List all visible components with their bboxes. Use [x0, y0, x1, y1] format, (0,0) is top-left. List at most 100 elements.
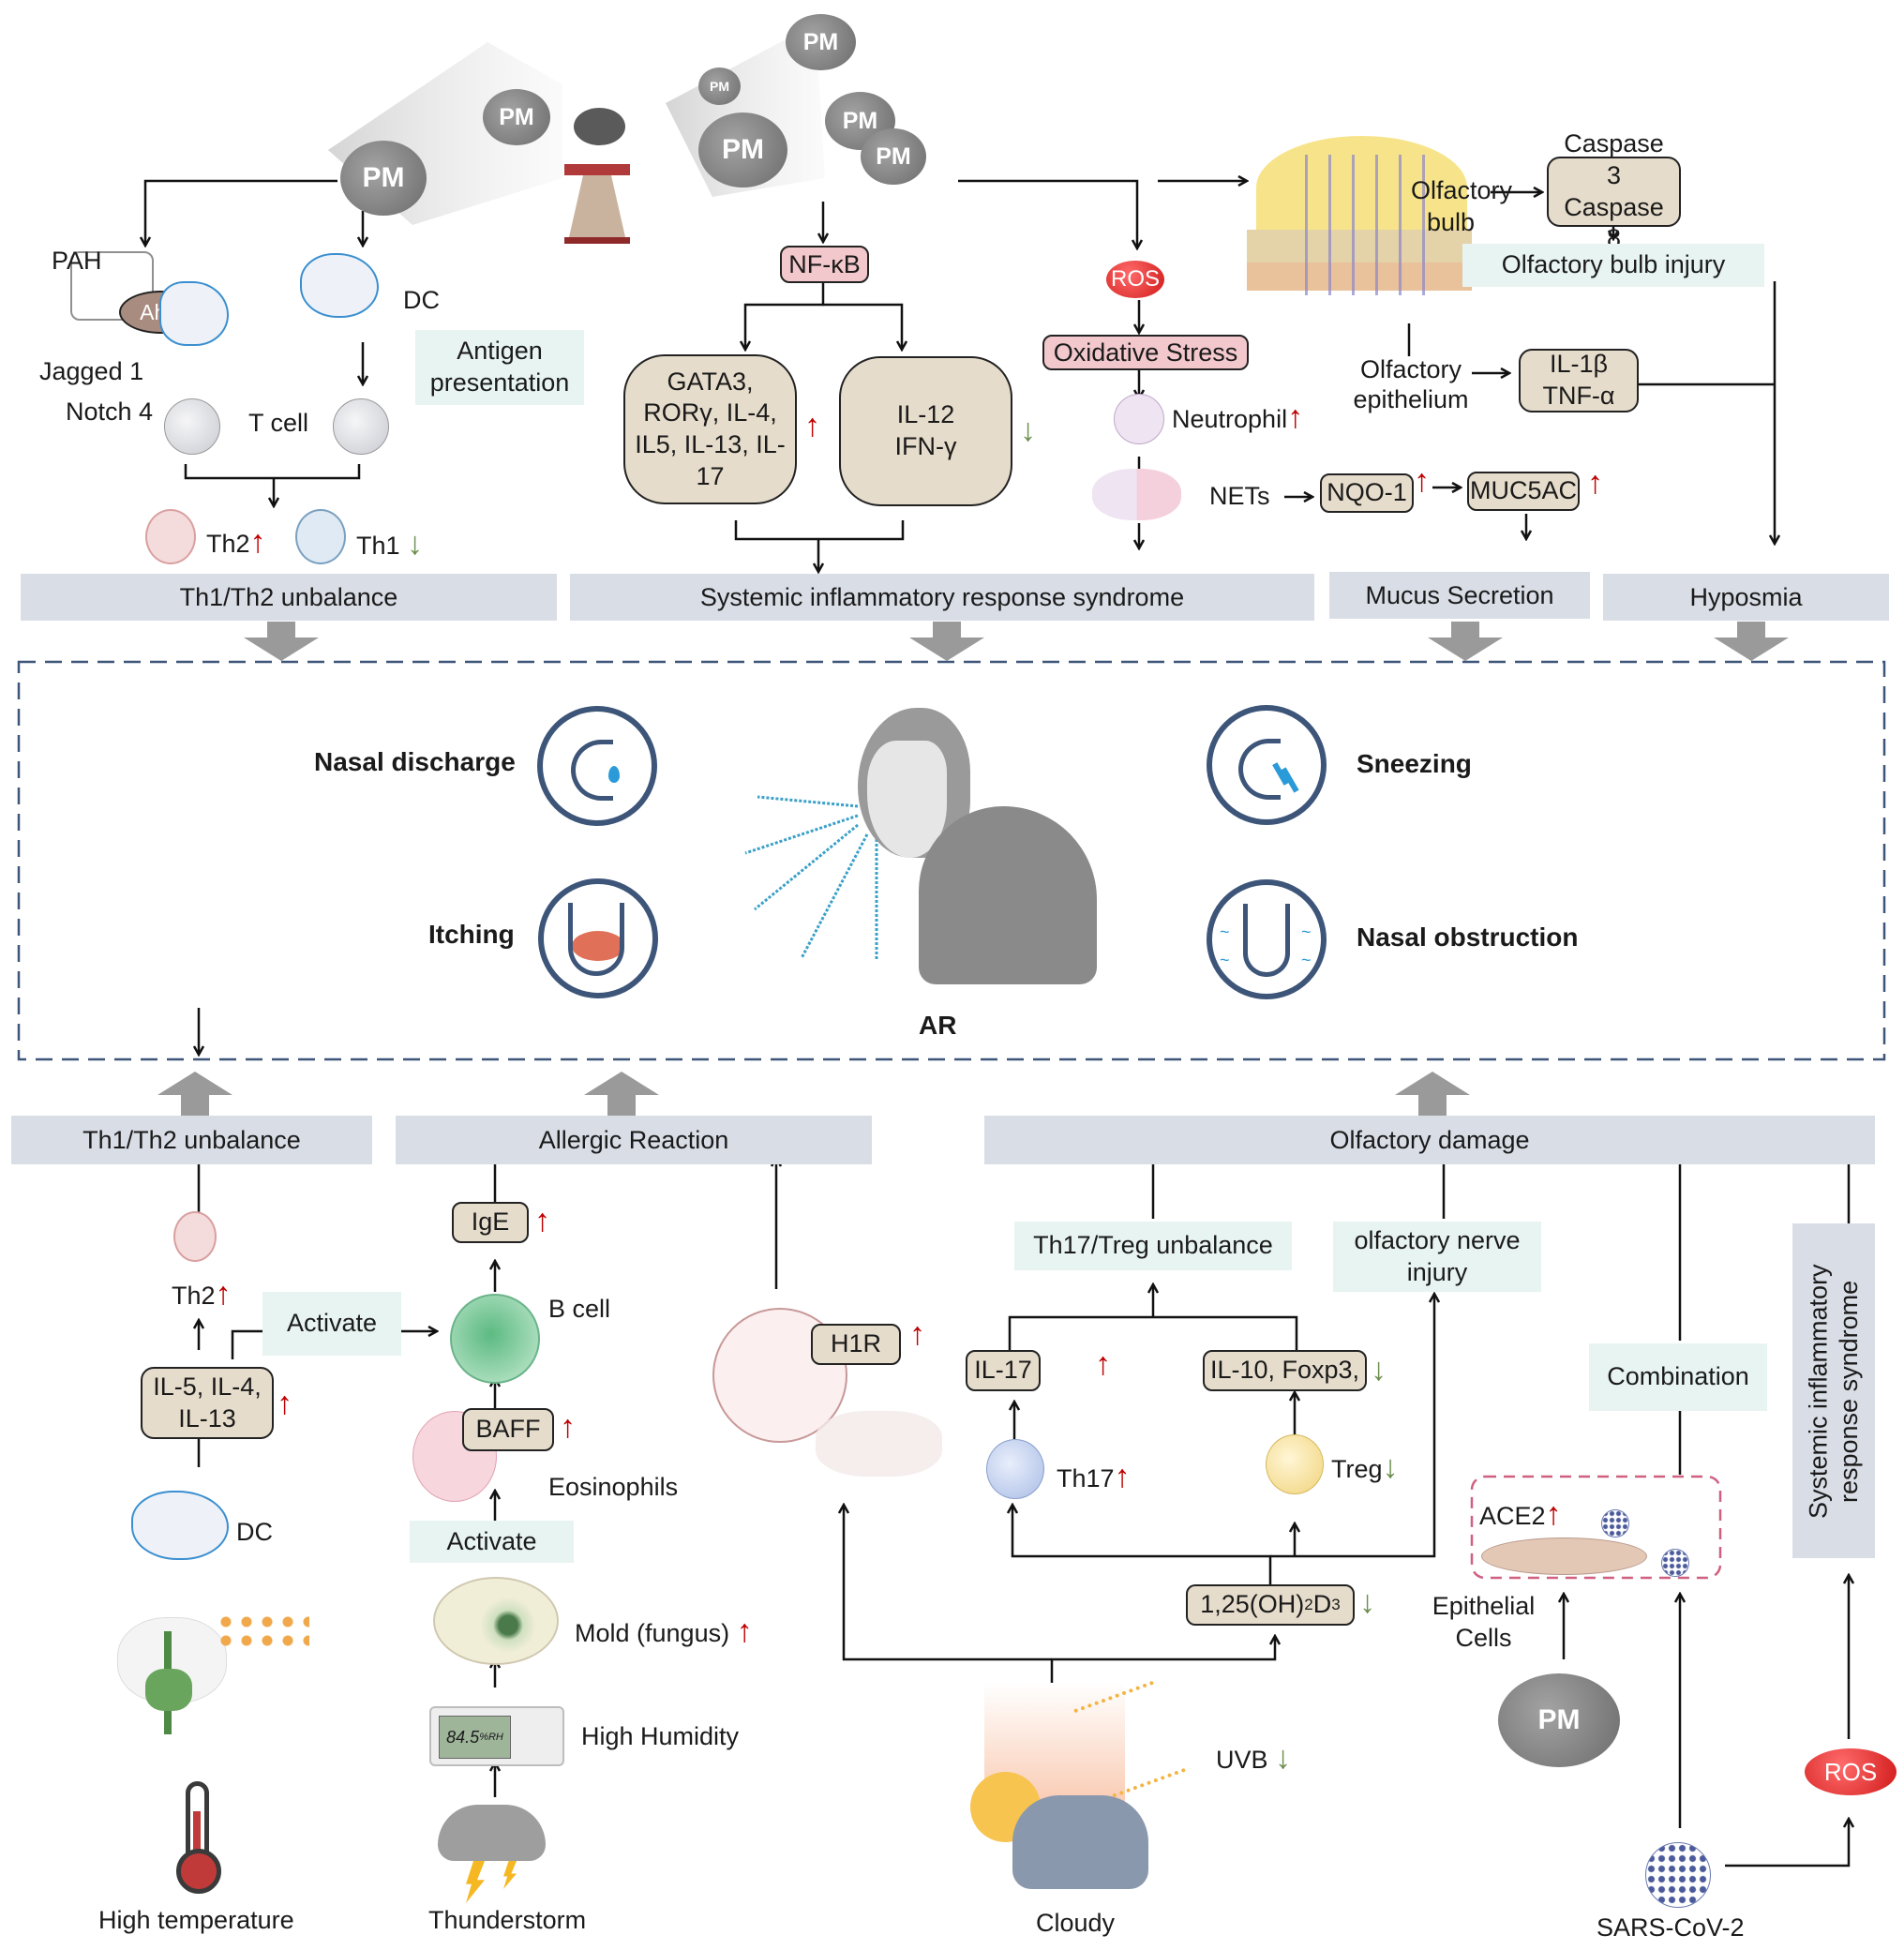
virus-icon: [1661, 1549, 1689, 1577]
treg-label: Treg↓: [1331, 1449, 1399, 1485]
sirs-vertical-label: Systemic inflammatory response syndrome: [1804, 1263, 1863, 1519]
bracket-cytokines: [734, 520, 905, 541]
arrow-cloudy-to-h1r: [844, 1505, 1052, 1661]
caspase-box: Caspase 3 Caspase 8: [1547, 129, 1681, 252]
down-arrow-icon: ↓: [1371, 1352, 1387, 1388]
pm-cloud: PM: [698, 112, 787, 188]
arrow-nfkb-left: [745, 281, 825, 350]
symptom-label-sneezing: Sneezing: [1357, 749, 1472, 778]
band-hyposmia: Hyposmia: [1603, 574, 1889, 621]
bracket-tcells: [184, 464, 361, 480]
thunderstorm-cloud-icon: [433, 1795, 550, 1903]
t-cell-icon: [333, 398, 389, 455]
il10-foxp3-box: IL-10, Foxp3,: [1203, 1350, 1367, 1391]
band-olfactory-damage: Olfactory damage: [984, 1116, 1875, 1164]
pm-cloud: PM: [483, 89, 550, 145]
up-arrow-icon: ↑: [1587, 465, 1603, 501]
neutrophil-icon: [1114, 394, 1164, 444]
up-arrow-icon: ↑: [909, 1316, 925, 1352]
pm-cloud: PM: [698, 68, 741, 105]
arrow-pm-to-ros: [958, 179, 1137, 248]
down-arrow-icon: ↓: [1359, 1584, 1375, 1620]
sneeze-spray: [744, 795, 878, 961]
block-arrow-down-1: [244, 622, 319, 661]
hygrometer-icon: 84.5%RH: [429, 1706, 564, 1766]
block-arrows: [157, 622, 1789, 1116]
neutrophil-label: Neutrophil↑: [1172, 399, 1304, 435]
sars-cov-2-virus-icon: [1645, 1842, 1711, 1908]
olfactory-bulb-label: Olfactory bulb: [1411, 176, 1513, 236]
up-arrow-icon: ↑: [277, 1386, 292, 1421]
dc-label: DC: [403, 286, 440, 314]
bracket-il: [1008, 1315, 1298, 1350]
up-arrow-icon: ↑: [1545, 1496, 1562, 1532]
cloudy-label: Cloudy: [1036, 1909, 1116, 1937]
arrow-vitd-to-nerve: [1270, 1294, 1434, 1558]
pm-cloud: PM: [861, 128, 926, 185]
nose-itch-icon: [538, 878, 658, 998]
oxidative-stress-box: Oxidative Stress: [1042, 335, 1249, 370]
b-cell-icon: [450, 1294, 540, 1384]
down-arrow-icon: ↓: [1382, 1449, 1399, 1485]
down-arrow-icon: ↓: [407, 526, 424, 562]
up-arrow-icon: ↑: [1095, 1346, 1111, 1382]
activate-box: Activate: [262, 1292, 401, 1356]
ar-frame: [17, 660, 1886, 1061]
th2-cell-icon: [145, 509, 196, 564]
nose-sneeze-icon: [1207, 705, 1327, 825]
b-cell-label: B cell: [548, 1295, 611, 1323]
up-arrow-icon: ↑: [534, 1203, 550, 1238]
th1-cell-icon: [295, 509, 346, 564]
down-arrow-icon: ↓: [1020, 412, 1036, 448]
arrow-pm-to-pah: [145, 179, 337, 246]
il1b-tnfa-box: IL-1β TNF-α: [1519, 349, 1639, 412]
uvb-label: UVB ↓: [1216, 1740, 1292, 1776]
dendritic-cell-icon: [300, 253, 379, 318]
th2-label: Th2↑: [206, 524, 266, 560]
olfactory-bulb-injury-box: Olfactory bulb injury: [1462, 244, 1764, 287]
eosinophils-label: Eosinophils: [548, 1473, 679, 1501]
nets-icon: [1092, 469, 1181, 520]
block-arrow-down-4: [1714, 622, 1789, 661]
symptom-label-itching: Itching: [428, 920, 515, 949]
th17-cell-icon: [986, 1439, 1044, 1499]
pm-cloud: PM: [1498, 1673, 1620, 1767]
ros-badge: ROS: [1805, 1748, 1897, 1795]
up-arrow-icon: ↑: [249, 524, 266, 560]
sars-cov-2-label: SARS-CoV-2: [1597, 1913, 1745, 1942]
hygrometer-unit: %RH: [479, 1732, 503, 1743]
activate-box: Activate: [410, 1521, 574, 1563]
pm-cloud: PM: [786, 14, 856, 70]
mouse-anatomy-icon: [816, 1411, 942, 1477]
mold-label: Mold (fungus) ↑: [575, 1613, 753, 1649]
line-il-to-activate: [231, 1329, 262, 1359]
arrow-cloudy-to-vitd: [1050, 1636, 1275, 1683]
petri-dish-icon: [433, 1577, 559, 1665]
hygrometer-reading: 84.5: [446, 1727, 480, 1747]
treg-cell-icon: [1266, 1434, 1324, 1494]
band-mucus-secretion: Mucus Secretion: [1329, 572, 1590, 619]
band-allergic-reaction: Allergic Reaction: [396, 1116, 872, 1164]
arrow-nfkb-right: [823, 303, 902, 350]
pollen-grains-icon: [216, 1612, 309, 1650]
block-arrow-up-1: [157, 1072, 232, 1116]
cloud-icon: [1012, 1795, 1148, 1889]
up-arrow-icon: ↑: [1287, 399, 1304, 435]
baff-box: BAFF: [462, 1408, 554, 1451]
notch-label: Notch 4: [66, 398, 154, 426]
ros-badge: ROS: [1106, 261, 1164, 298]
block-arrow-up-2: [584, 1072, 659, 1116]
th17-label: Th17↑: [1057, 1459, 1131, 1494]
nose-drip-icon: [537, 706, 657, 826]
h1r-box: H1R: [811, 1324, 901, 1365]
up-arrow-icon: ↑: [215, 1276, 232, 1312]
symptom-label-nasal-discharge: Nasal discharge: [314, 747, 516, 776]
sneezing-person-illustration: [839, 694, 1097, 984]
dendritic-cell-icon: [159, 281, 229, 346]
band-th1-th2-top: Th1/Th2 unbalance: [21, 574, 557, 621]
t-cell-label: T cell: [248, 409, 309, 437]
antigen-presentation-box: Antigen presentation: [415, 330, 584, 405]
thermometer-icon: [176, 1781, 221, 1894]
muc5ac-box: MUC5AC: [1467, 472, 1580, 511]
il5-il4-il13-box: IL-5, IL-4, IL-13: [141, 1367, 274, 1439]
